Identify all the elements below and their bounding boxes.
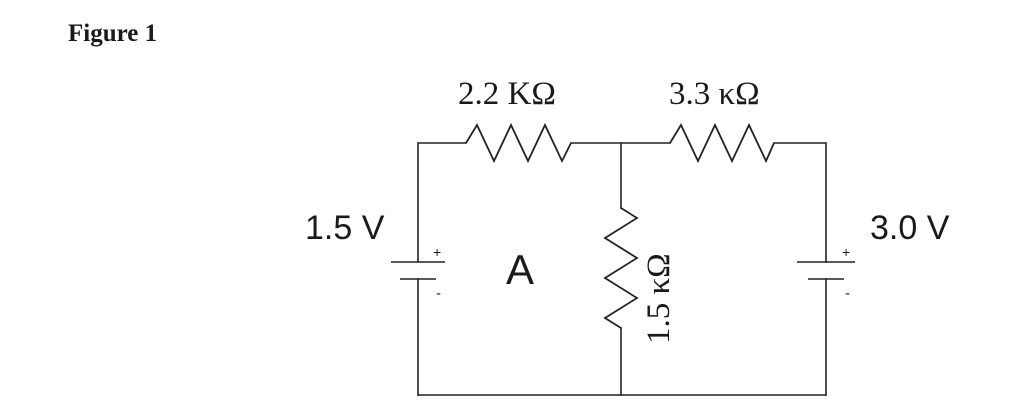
battery-left-voltage-label: 1.5 V bbox=[305, 209, 385, 247]
wire-left-top bbox=[417, 142, 467, 262]
resistor-top-left-label: 2.2 KΩ bbox=[458, 76, 556, 112]
battery-right-minus-sign: - bbox=[845, 285, 850, 302]
wire-right-top bbox=[773, 142, 827, 263]
resistor-top-right bbox=[669, 122, 775, 164]
resistor-top-left bbox=[465, 122, 572, 164]
battery-left: + - bbox=[391, 244, 445, 302]
loop-label: A bbox=[506, 246, 534, 293]
figure-title: Figure 1 bbox=[68, 20, 157, 47]
resistor-middle-label: 1.5 κΩ bbox=[641, 253, 677, 344]
battery-left-plus-sign: + bbox=[433, 244, 441, 260]
resistor-middle bbox=[603, 207, 639, 329]
battery-right: + - bbox=[797, 244, 855, 302]
battery-right-plus-sign: + bbox=[842, 244, 850, 260]
circuit-wires bbox=[417, 142, 827, 396]
battery-left-minus-sign: - bbox=[436, 285, 441, 302]
resistor-top-right-label: 3.3 κΩ bbox=[669, 76, 760, 112]
battery-right-voltage-label: 3.0 V bbox=[870, 209, 950, 247]
